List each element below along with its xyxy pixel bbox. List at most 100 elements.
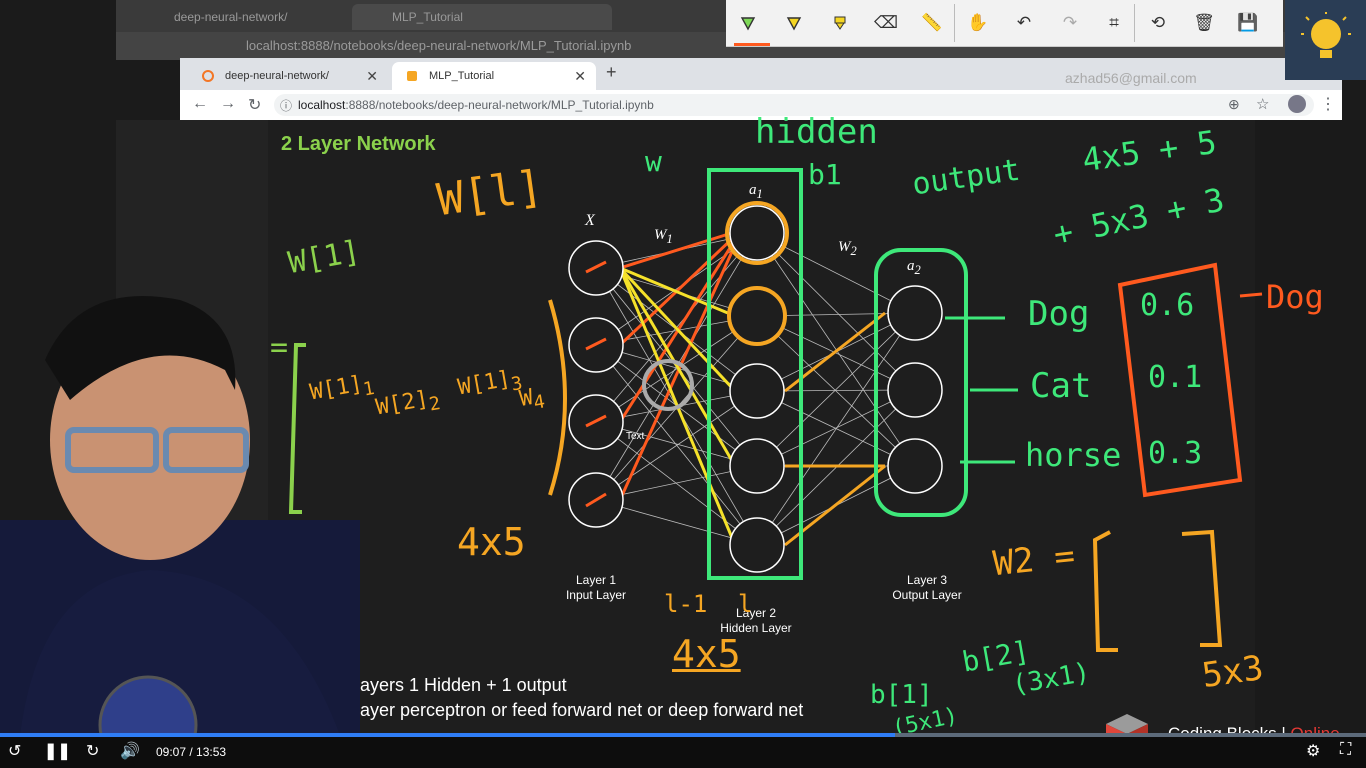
w-letter: W: [654, 227, 667, 243]
forward-icon[interactable]: →: [220, 95, 236, 112]
w-letter: W: [838, 239, 851, 255]
url-field[interactable]: ⓘ localhost:8888/notebooks/deep-neural-n…: [274, 94, 1314, 116]
ruler-icon[interactable]: 📏: [921, 13, 943, 32]
toolbar-divider: [1134, 4, 1135, 42]
slide-right-margin: [1255, 120, 1366, 734]
output-node: [887, 362, 943, 418]
w1-label: W1: [654, 227, 673, 247]
history-icon[interactable]: ⟲: [1150, 13, 1166, 32]
close-tab-icon[interactable]: ✕: [366, 68, 378, 84]
ghost-tab-2: MLP_Tutorial: [352, 4, 612, 30]
menu-icon[interactable]: ⋮: [1320, 96, 1336, 113]
pen-icon[interactable]: [726, 0, 770, 46]
ghost-url: localhost:8888/notebooks/deep-neural-net…: [246, 38, 632, 53]
l-minus-1-annotation: l-1: [664, 590, 708, 618]
avatar[interactable]: [1288, 95, 1306, 113]
w-subscript: 2: [850, 244, 857, 258]
save-icon[interactable]: 💾: [1237, 13, 1259, 32]
current-time: 09:07: [156, 745, 187, 759]
new-tab-icon[interactable]: +: [606, 62, 617, 82]
tab-label: MLP_Tutorial: [429, 70, 495, 82]
tab-deep-neural-network[interactable]: deep-neural-network/ ✕: [188, 62, 388, 90]
a2-label: a2: [907, 258, 921, 278]
url-path: :8888/notebooks/deep-neural-network/MLP_…: [345, 98, 654, 112]
caption-line: Layer 1: [575, 573, 617, 587]
crop-icon[interactable]: ⌗: [1109, 13, 1119, 32]
caption-line: Layer 2: [735, 606, 777, 620]
toolbar-divider: [954, 4, 955, 42]
weight-column-4: W4: [518, 383, 547, 416]
equals-sign: =: [270, 330, 289, 365]
b1-annotation: b1: [808, 158, 842, 191]
a1-label: a1: [749, 182, 763, 202]
url-text: localhost:8888/notebooks/deep-neural-net…: [298, 98, 654, 112]
tab-mlp-tutorial[interactable]: MLP_Tutorial ✕: [392, 62, 596, 90]
a-letter: a: [907, 258, 915, 274]
skip-forward-icon[interactable]: ↻: [86, 743, 100, 760]
duration: 13:53: [196, 745, 227, 759]
prob-cat: 0.1: [1148, 360, 1203, 395]
w2-equation: W2 =: [991, 535, 1077, 585]
settings-icon[interactable]: ⚙: [1306, 743, 1321, 760]
fullscreen-icon[interactable]: ⛶: [1340, 741, 1352, 758]
hand-icon[interactable]: ✋: [967, 13, 989, 32]
hidden-node: [729, 205, 785, 261]
a-subscript: 1: [756, 187, 763, 201]
w-subscript: 1: [666, 232, 673, 246]
prob-horse: 0.3: [1148, 436, 1203, 471]
hidden-node: [729, 438, 785, 494]
pause-icon[interactable]: ❚❚: [44, 743, 71, 760]
caption-line: Input Layer: [565, 588, 627, 602]
x-label: X: [585, 212, 595, 229]
volume-icon[interactable]: 🔊: [120, 743, 140, 760]
url-host: localhost: [298, 98, 346, 112]
replay-icon[interactable]: ↺: [8, 743, 22, 760]
prob-dog: 0.6: [1140, 288, 1195, 323]
trash-icon[interactable]: 🗑: [1193, 13, 1215, 32]
star-icon[interactable]: ☆: [1256, 96, 1270, 113]
hidden-dim-4x5: 4x5: [672, 632, 741, 676]
annotation-toolbar: ⌫ 📏 ✋ ↶ ↷ ⌗ ⟲ 🗑 💾: [726, 0, 1283, 47]
info-icon: ⓘ: [280, 99, 293, 113]
address-bar: ← → ↻ ⓘ localhost:8888/notebooks/deep-ne…: [180, 90, 1342, 120]
caption-line: Layer 3: [906, 573, 948, 587]
zoom-icon[interactable]: ⊕: [1228, 96, 1240, 112]
w2-label: W2: [838, 239, 857, 259]
output-node: [887, 438, 943, 494]
close-tab-icon[interactable]: ✕: [574, 68, 586, 84]
a-subscript: 2: [914, 263, 921, 277]
player-controls: ↺ ❚❚ ↻ 🔊 09:07 / 13:53 ⚙ ⛶: [0, 737, 1366, 768]
matrix-dim-4x5: 4x5: [457, 520, 526, 564]
hidden-node: [729, 517, 785, 573]
label-horse: horse: [1025, 436, 1122, 474]
highlighter-icon[interactable]: [818, 0, 862, 46]
presenter-webcam: [0, 296, 360, 735]
back-icon[interactable]: ←: [192, 95, 208, 112]
ghost-tab-1: deep-neural-network/: [174, 10, 288, 24]
redo-icon[interactable]: ↷: [1062, 13, 1078, 32]
predicted-dog: Dog: [1266, 278, 1324, 316]
w-annotation: w: [645, 145, 662, 178]
text-label: Text: [626, 431, 645, 442]
output-node: [887, 285, 943, 341]
browser-window: deep-neural-network/ ✕ MLP_Tutorial ✕ + …: [180, 58, 1342, 120]
highlighter-yellow-icon[interactable]: [772, 0, 816, 46]
eraser-icon[interactable]: ⌫: [873, 13, 899, 32]
notebook-icon: [407, 71, 417, 81]
caption-line: Output Layer: [892, 588, 962, 602]
tab-label: deep-neural-network/: [225, 70, 329, 82]
b1-bias-annotation: b[1]: [870, 680, 933, 710]
brain-logo-icon: [1285, 0, 1366, 80]
reload-icon[interactable]: ↻: [248, 97, 262, 114]
slide-line-1: layers 1 Hidden + 1 output: [356, 675, 567, 695]
jupyter-icon: [202, 70, 214, 82]
active-tool-indicator: [734, 43, 770, 46]
caption-line: Hidden Layer: [720, 621, 792, 635]
undo-icon[interactable]: ↶: [1016, 13, 1032, 32]
a-letter: a: [749, 182, 757, 198]
label-dog: Dog: [1028, 294, 1090, 334]
time-display: 09:07 / 13:53: [156, 745, 227, 759]
